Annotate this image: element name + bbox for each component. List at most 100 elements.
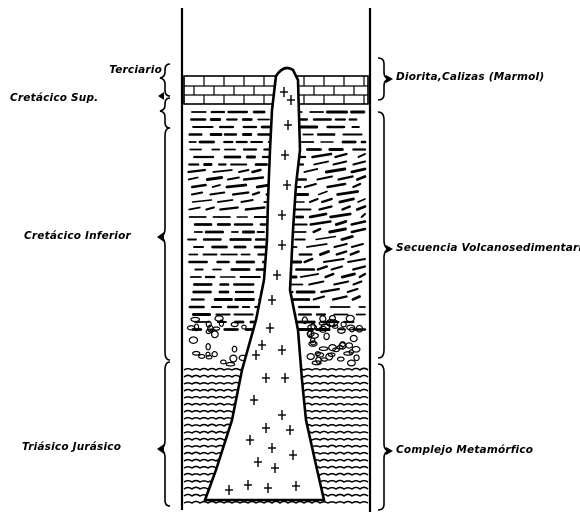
sediment-dash [352, 244, 363, 247]
sediment-dash [253, 193, 259, 195]
sediment-dash [326, 169, 344, 172]
sediment-dash [319, 192, 327, 195]
pebble [199, 355, 205, 359]
pebble [352, 346, 360, 352]
sediment-dash [352, 222, 365, 225]
sediment-dash [335, 244, 347, 247]
sediment-dash [307, 244, 327, 247]
pointer-diorita [386, 75, 393, 83]
sediment-dash [333, 162, 346, 165]
pebble [226, 363, 235, 366]
sediment-dash [210, 193, 224, 195]
pebble [242, 325, 246, 329]
sediment-dash [317, 177, 332, 180]
pointer-complejo [386, 447, 393, 455]
sediment-dash [228, 178, 239, 180]
sediment-dash [358, 154, 365, 157]
sediment-dash [351, 252, 359, 255]
pebble [350, 335, 357, 341]
sediment-dash [188, 170, 204, 172]
sediment-dash [311, 222, 331, 225]
sediment-dash [328, 184, 345, 187]
pebble [337, 346, 343, 349]
label-diorita-calizas: Diorita,Calizas (Marmol) [396, 71, 544, 83]
pebble [189, 337, 197, 343]
sediment-dash [239, 170, 248, 172]
sediment-dash [301, 274, 319, 277]
sediment-dash [330, 229, 346, 232]
sediment-dash [304, 169, 317, 172]
sediment-dash [352, 229, 365, 232]
sediment-dash [360, 274, 365, 277]
sediment-dash [310, 199, 318, 202]
sediment-dash [334, 282, 348, 285]
pebble [206, 344, 210, 350]
brace-complejo [378, 364, 389, 510]
sediment-dash [339, 177, 353, 180]
label-cretacico-inferior: Cretácico Inferior [24, 230, 131, 242]
sediment-dash [338, 192, 358, 195]
pebble [346, 343, 353, 348]
label-triasico-jurasico: Triásico Jurásico [22, 441, 121, 453]
brace-secuencia [378, 112, 389, 358]
sediment-dash [340, 199, 353, 202]
pebble [206, 355, 212, 358]
sediment-dash [309, 282, 323, 285]
sediment-dash [362, 214, 365, 217]
sediment-dash [326, 274, 334, 277]
sediment-dash [333, 297, 347, 300]
sediment-dash [358, 199, 365, 202]
sediment-dash [332, 267, 342, 270]
sediment-dash [318, 267, 327, 270]
sediment-dash [310, 214, 326, 217]
sediment-dash [357, 207, 365, 210]
pointer-cretacico-sup [158, 92, 164, 100]
pebble [316, 357, 321, 363]
pebble [212, 331, 219, 338]
sediment-dash [313, 154, 331, 157]
brace-triasico [160, 362, 170, 506]
sediment-dash [353, 282, 361, 285]
sediment-dash [206, 208, 213, 210]
sediment-dash [348, 289, 358, 292]
pebble [212, 352, 217, 357]
sediment-dash [305, 259, 312, 262]
sediment-dash [342, 207, 349, 210]
sediment-dash [342, 237, 352, 240]
metamorphic-foliation [184, 501, 368, 503]
sediment-dash [213, 185, 220, 187]
sediment-dash [353, 184, 360, 187]
pointer-cretacico-inf [157, 232, 164, 242]
sediment-dash [320, 252, 328, 255]
label-secuencia-volcanosedimentaria: Secuencia Volcanosedimentaria [396, 242, 580, 254]
sediment-dash [233, 193, 248, 195]
sediment-dash [189, 208, 200, 210]
sediment-dash [353, 297, 360, 300]
sediment-dash [192, 193, 202, 195]
sediment-dash [193, 200, 212, 202]
sediment-dash [192, 185, 205, 187]
pebble [307, 354, 314, 360]
right-braces [378, 58, 389, 510]
pebble [319, 347, 328, 351]
label-terciario: Terciario [84, 64, 162, 76]
sediment-dash [337, 252, 346, 255]
pebble [337, 357, 344, 361]
sediment-dash [319, 207, 331, 210]
sediment-dash [227, 185, 246, 187]
sediment-dash [213, 170, 232, 172]
sediment-dash [314, 297, 324, 300]
sediment-dash [335, 154, 346, 157]
sediment-dash [305, 184, 316, 187]
pebble [191, 317, 200, 321]
sediment-dash [353, 267, 365, 270]
pebble [347, 360, 355, 366]
sediment-dash [253, 170, 261, 172]
sediment-dash [218, 200, 233, 202]
sediment-dash [314, 162, 328, 165]
sediment-dash [316, 237, 335, 240]
label-complejo-metamorfico: Complejo Metamórfico [396, 444, 533, 456]
pebble [230, 355, 237, 362]
sediment-dash [314, 229, 320, 232]
sediment-dash [348, 259, 365, 262]
